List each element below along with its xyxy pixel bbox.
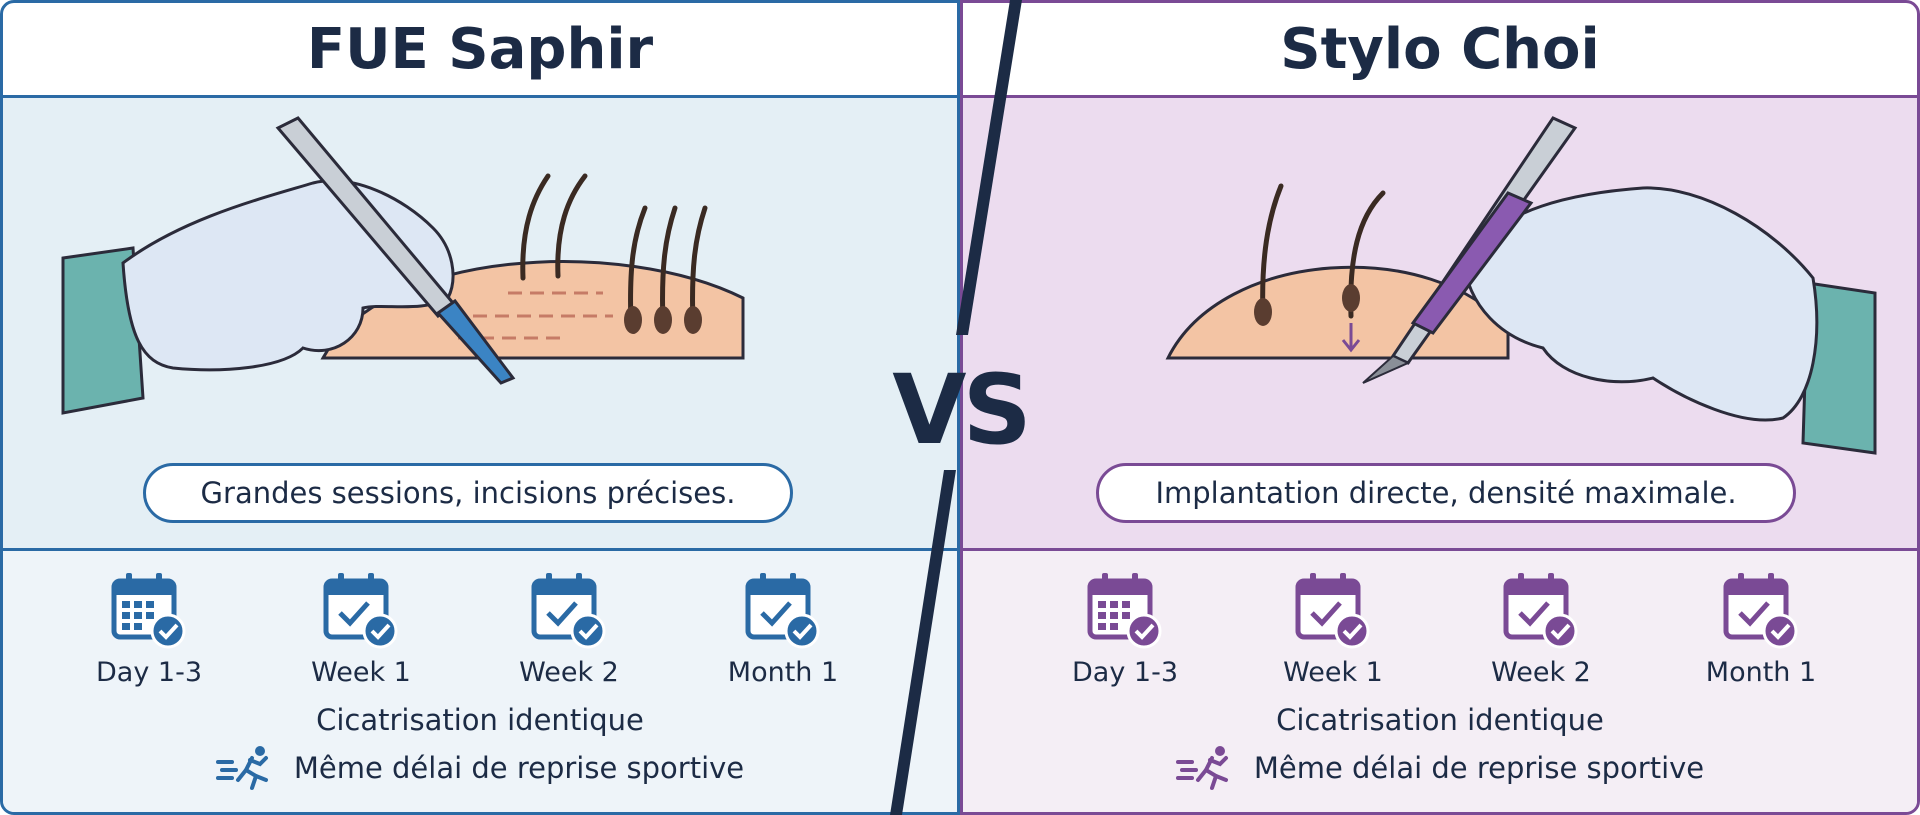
scalpel-icon — [275, 116, 516, 385]
timeline-step: Week 1 — [1253, 571, 1413, 688]
calendar-check-icon — [323, 573, 398, 649]
sport-note-text: Même délai de reprise sportive — [293, 751, 745, 785]
timeline-step: Week 2 — [489, 571, 649, 688]
timeline-step: Month 1 — [703, 571, 863, 688]
timeline-step: Week 1 — [281, 571, 441, 688]
incision-marks — [458, 291, 613, 340]
fue-saphir-illustration: Grandes sessions, incisions précises. — [3, 98, 957, 551]
stylo-choi-recovery: Day 1-3 Week 1 — [963, 551, 1917, 812]
timeline-label: Month 1 — [727, 657, 839, 688]
follicle-bulbs — [1254, 284, 1360, 326]
timeline-step: Day 1-3 — [1045, 571, 1205, 688]
choi-pen-icon — [1362, 116, 1578, 384]
timeline-label: Day 1-3 — [96, 657, 202, 688]
timeline-label: Month 1 — [1705, 657, 1817, 688]
running-person-icon — [215, 746, 268, 790]
gloved-hand — [1461, 186, 1819, 422]
sport-note: Même délai de reprise sportive — [963, 743, 1917, 793]
fue-saphir-scene — [61, 116, 745, 415]
stylo-choi-panel: Stylo Choi — [960, 0, 1920, 815]
healing-note: Cicatrisation identique — [316, 703, 644, 737]
sport-note: Même délai de reprise sportive — [3, 743, 957, 793]
timeline-label: Week 1 — [1283, 657, 1383, 688]
healing-note: Cicatrisation identique — [1276, 703, 1604, 737]
fue-saphir-panel: FUE Saphir — [0, 0, 960, 815]
timeline-step: Month 1 — [1681, 571, 1841, 688]
fue-saphir-title: FUE Saphir — [3, 3, 957, 98]
running-person-icon — [1175, 746, 1228, 790]
calendar-check-icon — [1723, 573, 1798, 649]
timeline-label: Week 1 — [311, 657, 411, 688]
surgeon-sleeve — [61, 246, 145, 415]
timeline-label: Week 2 — [519, 657, 619, 688]
timeline-label: Day 1-3 — [1072, 657, 1178, 688]
calendar-grid-icon — [111, 573, 186, 649]
stylo-choi-title: Stylo Choi — [963, 3, 1917, 98]
fue-saphir-caption: Grandes sessions, incisions précises. — [143, 463, 793, 523]
calendar-check-icon — [531, 573, 606, 649]
timeline-step: Week 2 — [1461, 571, 1621, 688]
calendar-grid-icon — [1087, 573, 1162, 649]
calendar-check-icon — [1295, 573, 1370, 649]
timeline-label: Week 2 — [1491, 657, 1591, 688]
stylo-choi-caption: Implantation directe, densité maximale. — [1096, 463, 1796, 523]
timeline-step: Day 1-3 — [69, 571, 229, 688]
fue-saphir-timeline: Day 1-3 Week 1 — [3, 571, 957, 688]
fue-saphir-recovery: Day 1-3 Week 1 — [3, 551, 957, 812]
calendar-check-icon — [745, 573, 820, 649]
vs-label: VS — [892, 354, 1031, 466]
follicle-bulbs — [624, 306, 702, 334]
sport-note-text: Même délai de reprise sportive — [1253, 751, 1705, 785]
calendar-check-icon — [1503, 573, 1578, 649]
stylo-choi-scene — [1165, 116, 1877, 455]
stylo-choi-illustration: Implantation directe, densité maximale. — [963, 98, 1917, 551]
implant-arrow — [1341, 323, 1361, 353]
stylo-choi-timeline: Day 1-3 Week 1 — [963, 571, 1917, 688]
